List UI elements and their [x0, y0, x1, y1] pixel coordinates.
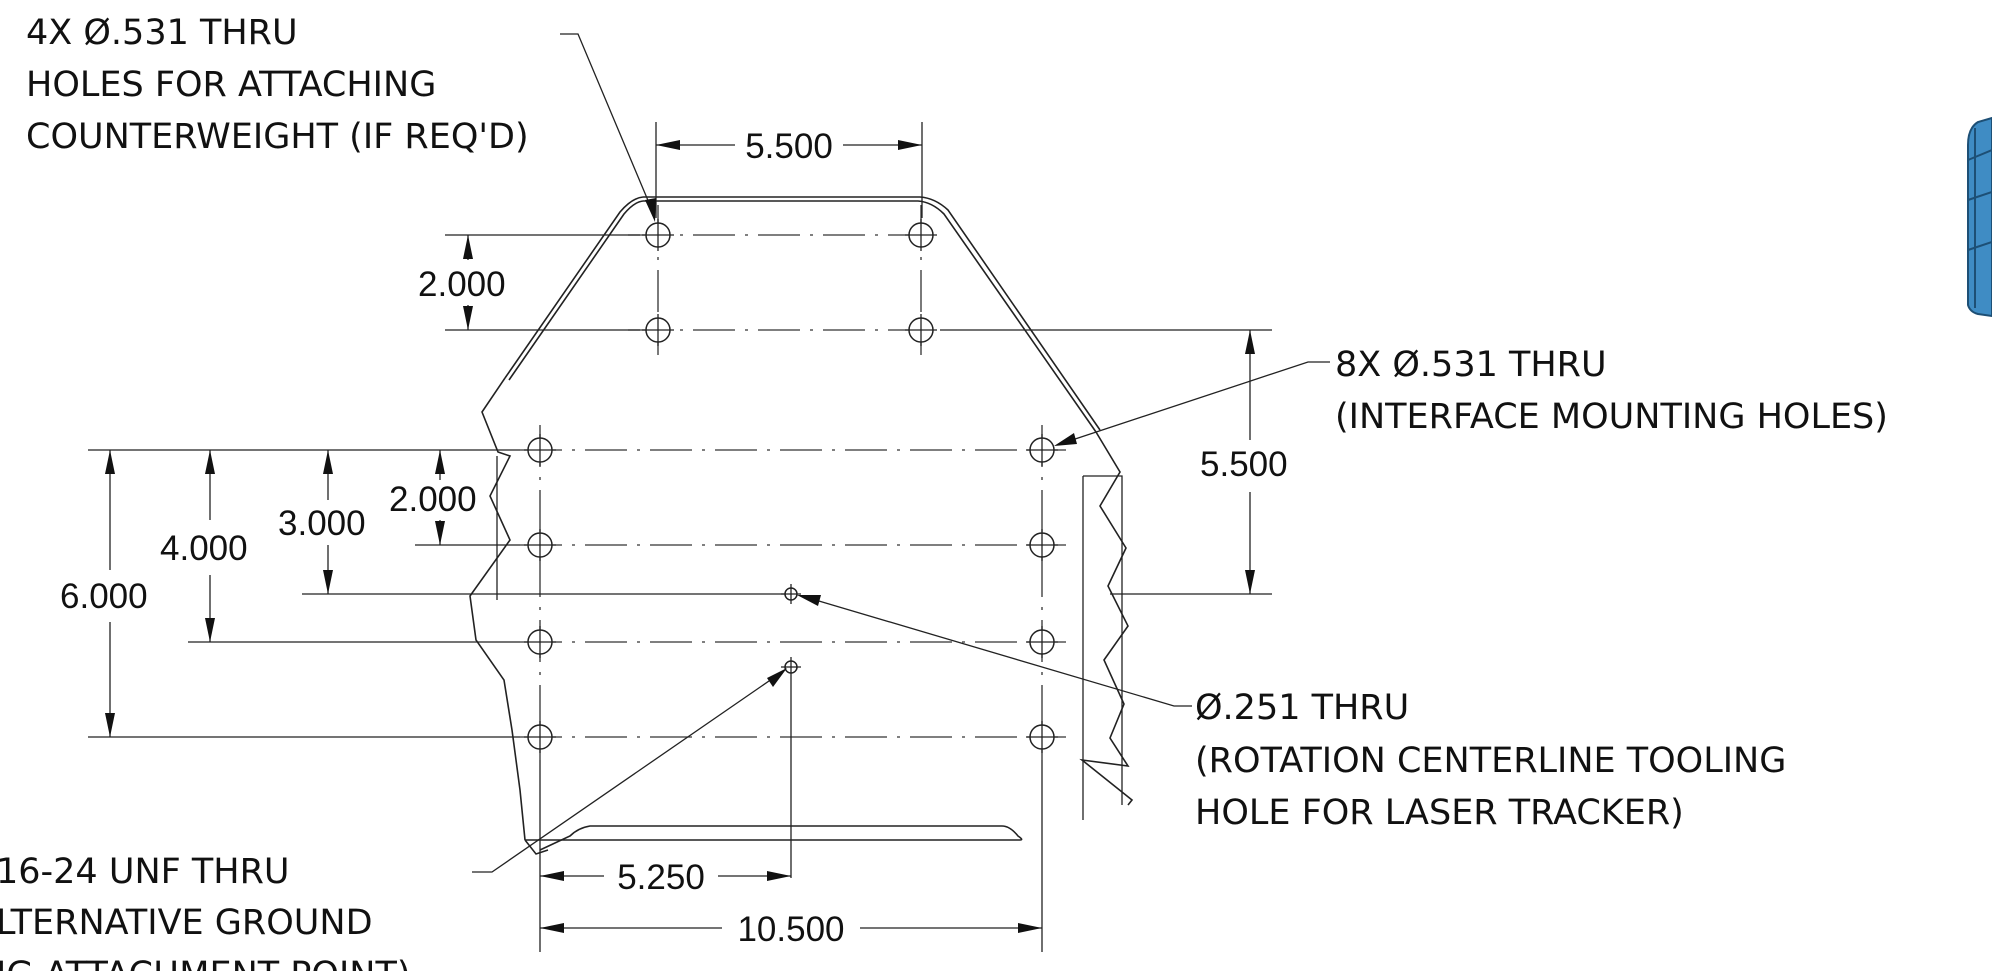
- dim-left-2000: 2.000: [389, 480, 477, 519]
- hole-interface: [524, 529, 556, 561]
- counterweight-holes: [642, 219, 937, 346]
- note-line: Ø.251 THRU: [1195, 688, 1409, 728]
- dim-bottom-10500: 10.500: [737, 910, 844, 949]
- hole-interface: [1026, 721, 1058, 753]
- hole-interface: [1026, 529, 1058, 561]
- hole-interface: [524, 721, 556, 753]
- dim-bottom-5250: 5.250: [617, 858, 705, 897]
- dim-left-6000: 6.000: [60, 577, 148, 616]
- dim-right-vertical: 5.500: [1200, 445, 1288, 484]
- hole-counterweight: [905, 219, 937, 251]
- hole-counterweight: [642, 314, 674, 346]
- note-line: (INTERFACE MOUNTING HOLES): [1335, 397, 1888, 437]
- note-tooling-hole: Ø.251 THRU (ROTATION CENTERLINE TOOLING …: [1195, 688, 1786, 833]
- note-line: HOLES FOR ATTACHING: [26, 65, 436, 105]
- dim-left-4000: 4.000: [160, 529, 248, 568]
- extension-lines: [88, 122, 1272, 952]
- hole-interface: [1026, 626, 1058, 658]
- interface-holes: [524, 434, 1058, 753]
- note-line: HOLE FOR LASER TRACKER): [1195, 793, 1684, 833]
- hole-interface: [1026, 434, 1058, 466]
- hole-interface: [524, 626, 556, 658]
- ground-hole: [781, 657, 801, 878]
- dimension-lines: [105, 140, 1255, 933]
- isometric-part-view-icon: [1967, 116, 1992, 318]
- note-line: 8X Ø.531 THRU: [1335, 345, 1607, 385]
- part-outline: [469, 196, 1134, 855]
- dim-top-vertical: 2.000: [418, 265, 506, 304]
- hole-counterweight: [905, 314, 937, 346]
- dim-top-width: 5.500: [745, 127, 833, 166]
- hole-interface: [524, 434, 556, 466]
- note-line: LTERNATIVE GROUND: [0, 903, 373, 943]
- note-line: 16-24 UNF THRU: [0, 852, 290, 892]
- note-line: COUNTERWEIGHT (IF REQ'D): [26, 117, 529, 157]
- note-line: (ROTATION CENTERLINE TOOLING: [1195, 741, 1786, 781]
- leader-lines: [472, 33, 1330, 873]
- hole-counterweight: [642, 219, 674, 251]
- note-interface-holes: 8X Ø.531 THRU (INTERFACE MOUNTING HOLES): [1335, 345, 1888, 437]
- dimension-values: 5.500 2.000 5.500 2.000 3.000 4.000 6.00…: [60, 127, 1288, 949]
- dim-left-3000: 3.000: [278, 504, 366, 543]
- center-lines: [520, 205, 1066, 760]
- note-ground-point: 16-24 UNF THRU LTERNATIVE GROUND IG ATTA…: [0, 852, 411, 971]
- note-line: 4X Ø.531 THRU: [26, 13, 298, 53]
- note-line: IG ATTACHMENT POINT): [0, 955, 411, 971]
- note-counterweight-holes: 4X Ø.531 THRU HOLES FOR ATTACHING COUNTE…: [26, 13, 529, 157]
